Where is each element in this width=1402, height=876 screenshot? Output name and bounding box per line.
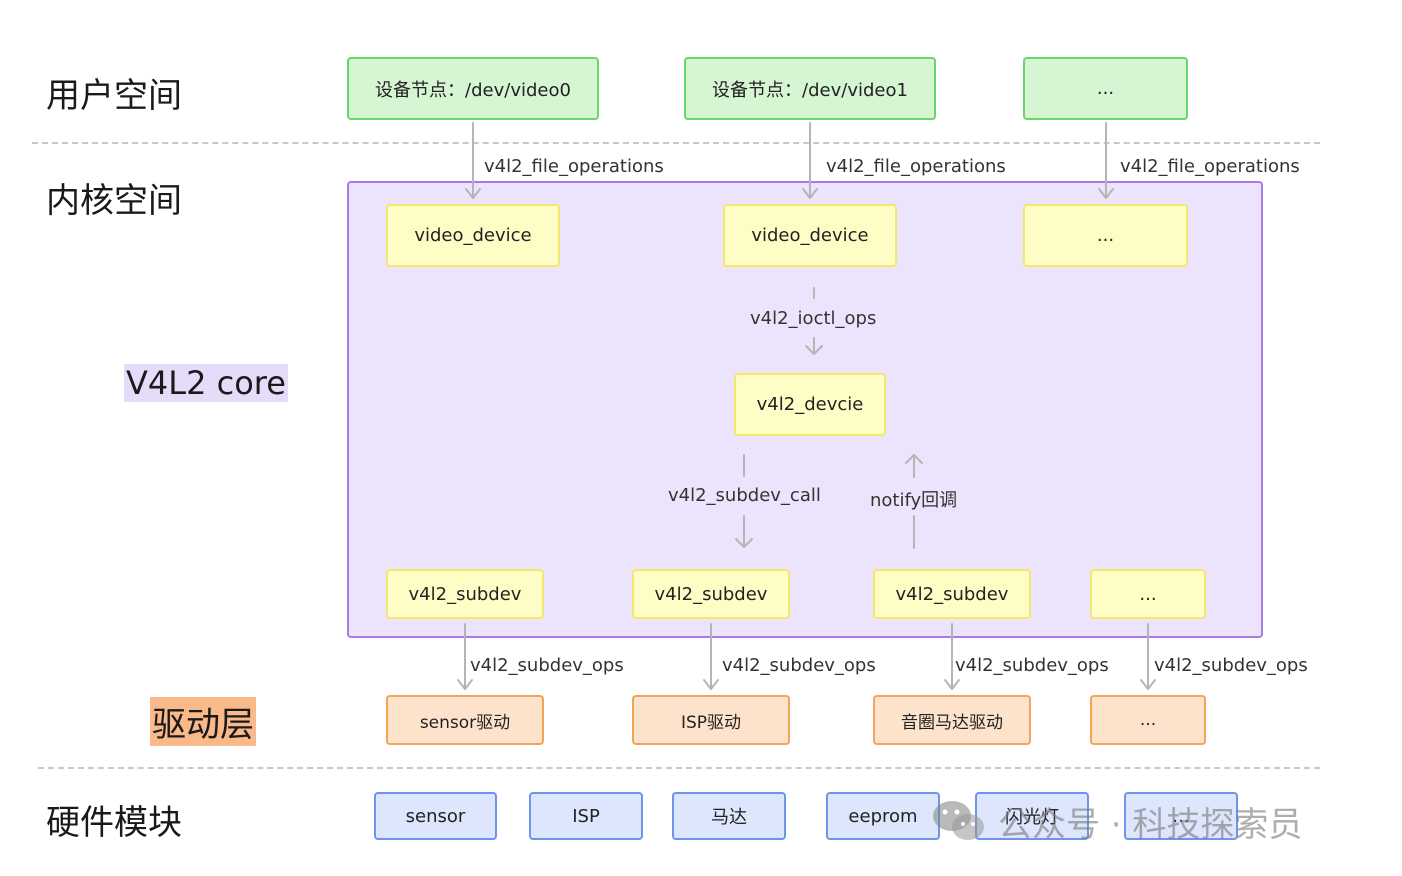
file-ops-label-0: v4l2_file_operations	[484, 156, 664, 177]
subdev-ops-arrow-1	[703, 623, 719, 690]
subdev-ops-label-1: v4l2_subdev_ops	[722, 655, 876, 676]
hw-motor[interactable]: 马达	[672, 792, 786, 840]
ioctl-ops-label: v4l2_ioctl_ops	[750, 308, 877, 329]
driver-layer-label: 驱动层	[150, 697, 256, 746]
wechat-icon	[930, 798, 988, 844]
device-node-more[interactable]: ...	[1023, 57, 1188, 120]
hw-eeprom[interactable]: eeprom	[826, 792, 940, 840]
ioctl-arrow	[805, 287, 823, 355]
user-space-label: 用户空间	[46, 76, 182, 116]
file-ops-arrow-0	[465, 122, 481, 199]
driver-vcm-motor[interactable]: 音圈马达驱动	[873, 695, 1031, 745]
v4l2-subdev-0[interactable]: v4l2_subdev	[386, 569, 544, 619]
video-device-more[interactable]: ...	[1023, 204, 1188, 267]
hw-sensor[interactable]: sensor	[374, 792, 497, 840]
subdev-ops-label-3: v4l2_subdev_ops	[1154, 655, 1308, 676]
subdev-ops-label-0: v4l2_subdev_ops	[470, 655, 624, 676]
v4l2-subdev-2[interactable]: v4l2_subdev	[873, 569, 1031, 619]
file-ops-label-1: v4l2_file_operations	[826, 156, 1006, 177]
subdev-ops-label-2: v4l2_subdev_ops	[955, 655, 1109, 676]
subdev-ops-arrow-0	[457, 623, 473, 690]
driver-more[interactable]: ...	[1090, 695, 1206, 745]
subdev-ops-arrow-2	[944, 623, 960, 690]
subdev-call-label: v4l2_subdev_call	[668, 485, 821, 506]
driver-sensor[interactable]: sensor驱动	[386, 695, 544, 745]
driver-hardware-divider	[38, 767, 1320, 769]
v4l2-subdev-more[interactable]: ...	[1090, 569, 1206, 619]
file-ops-label-2: v4l2_file_operations	[1120, 156, 1300, 177]
driver-isp[interactable]: ISP驱动	[632, 695, 790, 745]
device-node-video1[interactable]: 设备节点：/dev/video1	[684, 57, 936, 120]
kernel-space-label: 内核空间	[46, 181, 182, 221]
hw-more[interactable]: ...	[1124, 792, 1238, 840]
file-ops-arrow-2	[1098, 122, 1114, 199]
hw-flash[interactable]: 闪光灯	[975, 792, 1089, 840]
file-ops-arrow-1	[802, 122, 818, 199]
v4l2-subdev-1[interactable]: v4l2_subdev	[632, 569, 790, 619]
v4l2-device[interactable]: v4l2_devcie	[734, 373, 886, 436]
hardware-label: 硬件模块	[46, 803, 182, 843]
video-device-1[interactable]: video_device	[723, 204, 897, 267]
subdev-call-arrow	[735, 454, 753, 548]
watermark-text: 公众号 · 科技探索员	[998, 804, 1303, 845]
subdev-ops-arrow-3	[1140, 623, 1156, 690]
v4l2-core-label: V4L2 core	[124, 364, 288, 402]
watermark: 公众号 · 科技探索员	[930, 796, 1370, 846]
notify-arrow	[905, 454, 923, 549]
notify-callback-label: notify回调	[870, 490, 958, 511]
user-kernel-divider	[32, 142, 1320, 144]
device-node-video0[interactable]: 设备节点：/dev/video0	[347, 57, 599, 120]
hw-isp[interactable]: ISP	[529, 792, 643, 840]
video-device-0[interactable]: video_device	[386, 204, 560, 267]
